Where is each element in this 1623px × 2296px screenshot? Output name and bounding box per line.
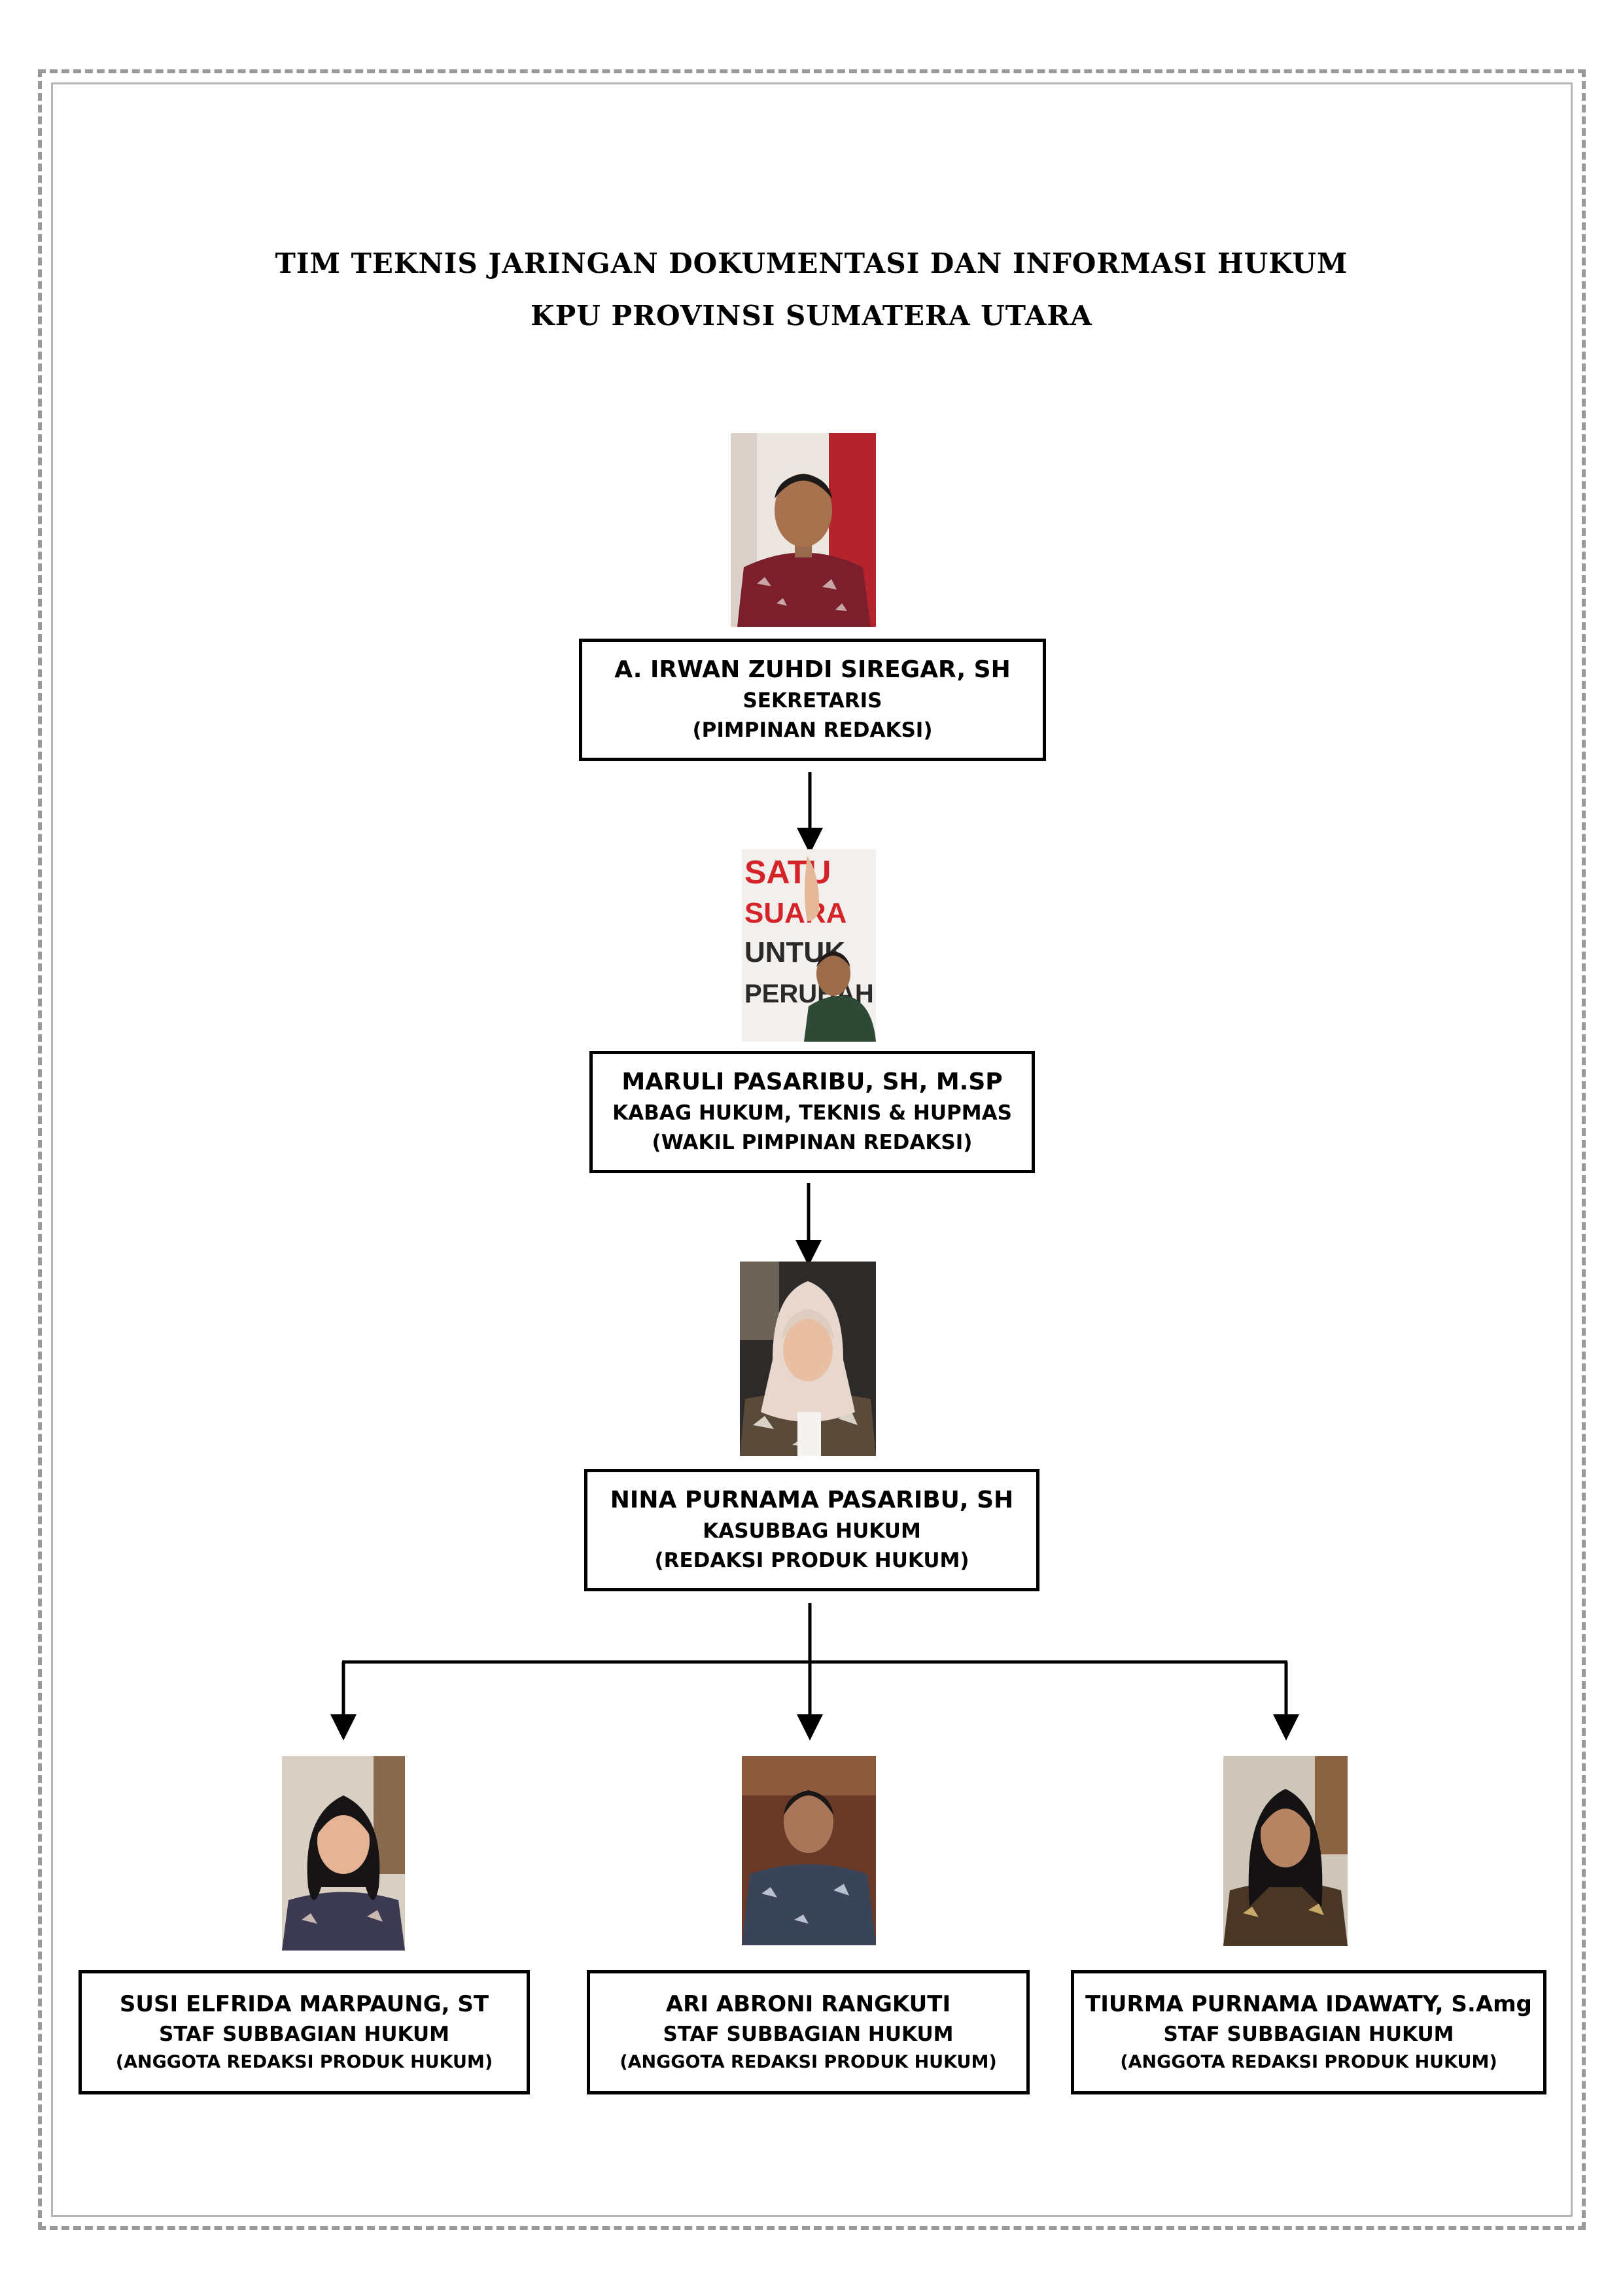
node-level2-name: MARULI PASARIBU, SH, M.SP: [621, 1069, 1003, 1096]
photo-level3: [740, 1262, 876, 1456]
photo-staff-1: [282, 1756, 405, 1951]
node-level1-duty: (PIMPINAN REDAKSI): [692, 718, 933, 742]
node-staff-1: SUSI ELFRIDA MARPAUNG, ST STAF SUBBAGIAN…: [79, 1970, 530, 2094]
node-staff-1-role: STAF SUBBAGIAN HUKUM: [158, 2022, 450, 2046]
node-level3-name: NINA PURNAMA PASARIBU, SH: [610, 1487, 1014, 1514]
node-staff-3-duty: (ANGGOTA REDAKSI PRODUK HUKUM): [1120, 2051, 1497, 2072]
node-staff-2-duty: (ANGGOTA REDAKSI PRODUK HUKUM): [620, 2051, 997, 2072]
photo-level1: [731, 433, 876, 627]
page-border-inner: [51, 82, 1573, 2217]
node-level3: NINA PURNAMA PASARIBU, SH KASUBBAG HUKUM…: [584, 1469, 1039, 1591]
photo-level2-banner-1: SATU: [744, 854, 831, 891]
node-staff-1-name: SUSI ELFRIDA MARPAUNG, ST: [119, 1991, 489, 2018]
node-level3-role: KASUBBAG HUKUM: [703, 1519, 921, 1543]
chart-title: TIM TEKNIS JARINGAN DOKUMENTASI DAN INFO…: [275, 247, 1348, 279]
node-staff-3: TIURMA PURNAMA IDAWATY, S.Amg STAF SUBBA…: [1071, 1970, 1546, 2094]
node-staff-3-name: TIURMA PURNAMA IDAWATY, S.Amg: [1085, 1991, 1532, 2018]
node-level1-role: SEKRETARIS: [742, 688, 882, 713]
node-staff-2-role: STAF SUBBAGIAN HUKUM: [663, 2022, 954, 2046]
photo-level2-banner-2: SUARA: [744, 897, 846, 929]
node-staff-2-name: ARI ABRONI RANGKUTI: [665, 1991, 951, 2018]
node-level2: MARULI PASARIBU, SH, M.SP KABAG HUKUM, T…: [589, 1051, 1035, 1173]
photo-level2: SATU SUARA UNTUK PERUBAH: [742, 849, 876, 1042]
photo-staff-2: [742, 1756, 876, 1945]
node-level1: A. IRWAN ZUHDI SIREGAR, SH SEKRETARIS (P…: [579, 639, 1046, 761]
node-staff-1-duty: (ANGGOTA REDAKSI PRODUK HUKUM): [115, 2051, 493, 2072]
node-staff-2: ARI ABRONI RANGKUTI STAF SUBBAGIAN HUKUM…: [587, 1970, 1030, 2094]
node-staff-3-role: STAF SUBBAGIAN HUKUM: [1163, 2022, 1454, 2046]
node-level2-role: KABAG HUKUM, TEKNIS & HUPMAS: [612, 1101, 1012, 1125]
page-border-outer: [38, 69, 1586, 2230]
photo-staff-3: [1223, 1756, 1348, 1946]
chart-subtitle: KPU PROVINSI SUMATERA UTARA: [531, 300, 1092, 332]
node-level2-duty: (WAKIL PIMPINAN REDAKSI): [652, 1130, 973, 1154]
node-level3-duty: (REDAKSI PRODUK HUKUM): [654, 1548, 969, 1572]
node-level1-name: A. IRWAN ZUHDI SIREGAR, SH: [614, 656, 1011, 684]
